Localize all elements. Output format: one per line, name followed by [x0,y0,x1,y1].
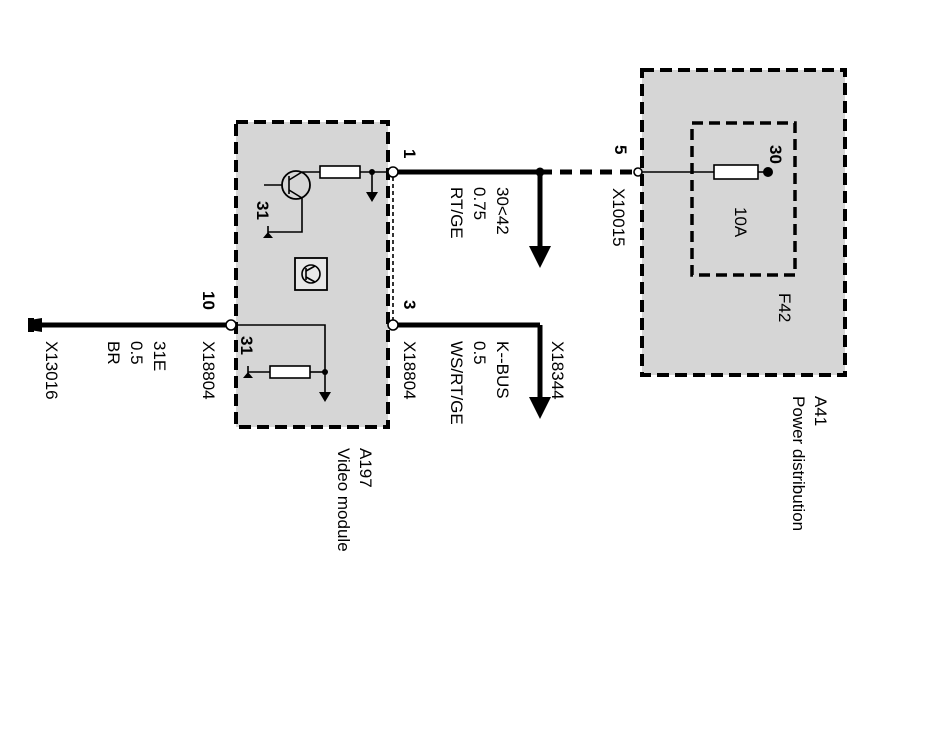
pin1-terminal [387,166,399,178]
kbus-connector-module-label: X18804 [400,341,419,400]
pin3-terminal [387,319,399,331]
pin10-terminal [225,319,237,331]
pin10-label: 10 [199,291,218,310]
pin5-terminal [633,167,643,177]
transistor-collector [288,171,303,181]
ic-chip-line-3 [305,276,316,283]
supply-signal-label: 30<42 [493,187,512,235]
fuse-id-label: F42 [775,293,794,322]
fuse-box-f42 [690,121,797,277]
ground-end-cap [28,318,34,332]
fuse-f42-terminal-dot [763,167,773,177]
kbus-arrow [529,397,551,419]
kbus-color-label: WS/RT/GE [447,341,466,425]
resistor-bottom [269,365,311,379]
ground-label-top: 31 [253,201,272,220]
ground-marker-bottom-icon [243,372,253,378]
diode-arrow-icon [366,192,378,202]
supply-color-label: RT/GE [447,187,466,239]
transistor-emitter [288,189,303,199]
ground-label-bottom: 31 [237,336,256,355]
ground-arrow-bottom-icon [319,392,331,402]
supply-branch-arrow [529,246,551,268]
pin3-label: 3 [400,300,419,309]
resistor-top [319,165,361,179]
ic-chip-icon [294,257,328,291]
video-module-id: A197 [356,448,375,488]
power-distribution-name: Power distribution [789,396,808,531]
fuse-rating-label: 10A [731,207,750,238]
pin1-label: 1 [400,149,419,158]
ground-gauge-label: 0.5 [127,341,146,365]
supply-connector-label: X10015 [609,188,628,247]
video-module-name: Video module [334,448,353,552]
ic-chip-line-2 [305,265,316,272]
fuse-f42-symbol [713,164,759,180]
power-distribution-box [640,68,847,377]
ground-connector-module-label: X18804 [199,341,218,400]
bottom-resistor-junction [322,369,328,375]
ground-color-label: BR [104,341,123,365]
transistor-ground-lead [268,198,303,233]
kbus-connector-end-label: X18344 [548,341,567,400]
ground-arrow-top-icon [263,232,273,238]
ground-connector-end-label: X13016 [42,341,61,400]
kbus-signal-label: K--BUS [493,341,512,399]
supply-gauge-label: 0.75 [470,187,489,220]
ic-chip-circle [301,264,321,284]
kbus-gauge-label: 0.5 [470,341,489,365]
ground-signal-label: 31E [150,341,169,371]
pin5-label: 5 [611,145,630,154]
fuse-terminal-label: 30 [766,145,785,164]
power-distribution-id: A41 [811,396,830,426]
